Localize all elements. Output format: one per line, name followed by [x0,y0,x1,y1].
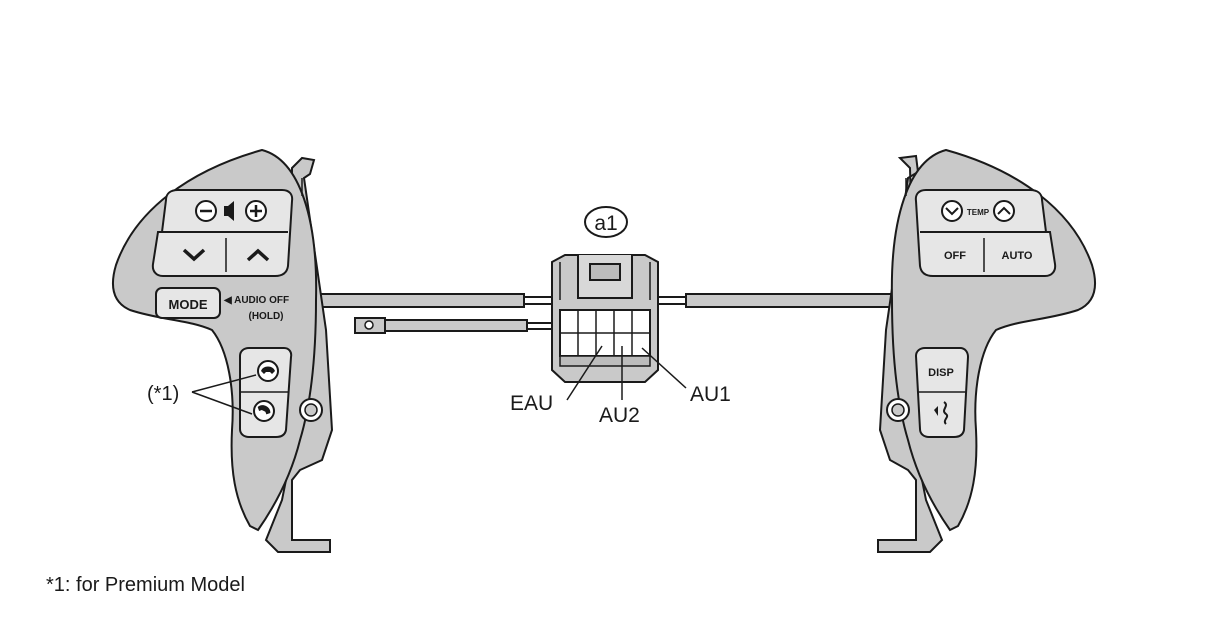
disp-button-label[interactable]: DISP [928,367,954,379]
hold-label: (HOLD) [249,311,284,322]
pin-label-au1: AU1 [690,383,731,406]
pin-leaders [566,345,687,401]
right-steering-switch: TEMP OFF AUTO DISP [877,148,1096,553]
connector-a1 [551,254,659,383]
off-button-label[interactable]: OFF [944,250,966,262]
mode-button-label: MODE [169,297,208,312]
seek-down-icon[interactable] [182,248,206,262]
pin-label-eau: EAU [510,392,553,415]
premium-callout: (*1) [147,374,257,415]
seek-up-icon[interactable] [246,248,270,262]
audio-off-label: ◀ AUDIO OFF [223,295,289,306]
footnote: *1: for Premium Model [46,574,245,596]
note-marker: (*1) [147,383,179,405]
left-steering-switch: MODE ◀ AUDIO OFF (HOLD) [112,148,334,553]
voice-command-icon[interactable] [934,401,949,425]
connector-label: a1 [584,206,628,238]
temp-label: TEMP [967,208,990,217]
temp-up-icon[interactable] [993,200,1015,222]
phone-off-hook-icon[interactable] [253,400,275,422]
phone-on-hook-icon[interactable] [257,360,279,382]
pin-label-au2: AU2 [599,404,640,427]
mode-button[interactable] [155,287,221,319]
speaker-icon [224,201,234,221]
connector-id: a1 [594,212,617,235]
auto-button-label[interactable]: AUTO [1002,250,1033,262]
temp-down-icon[interactable] [941,200,963,222]
wire-harness [311,293,895,334]
